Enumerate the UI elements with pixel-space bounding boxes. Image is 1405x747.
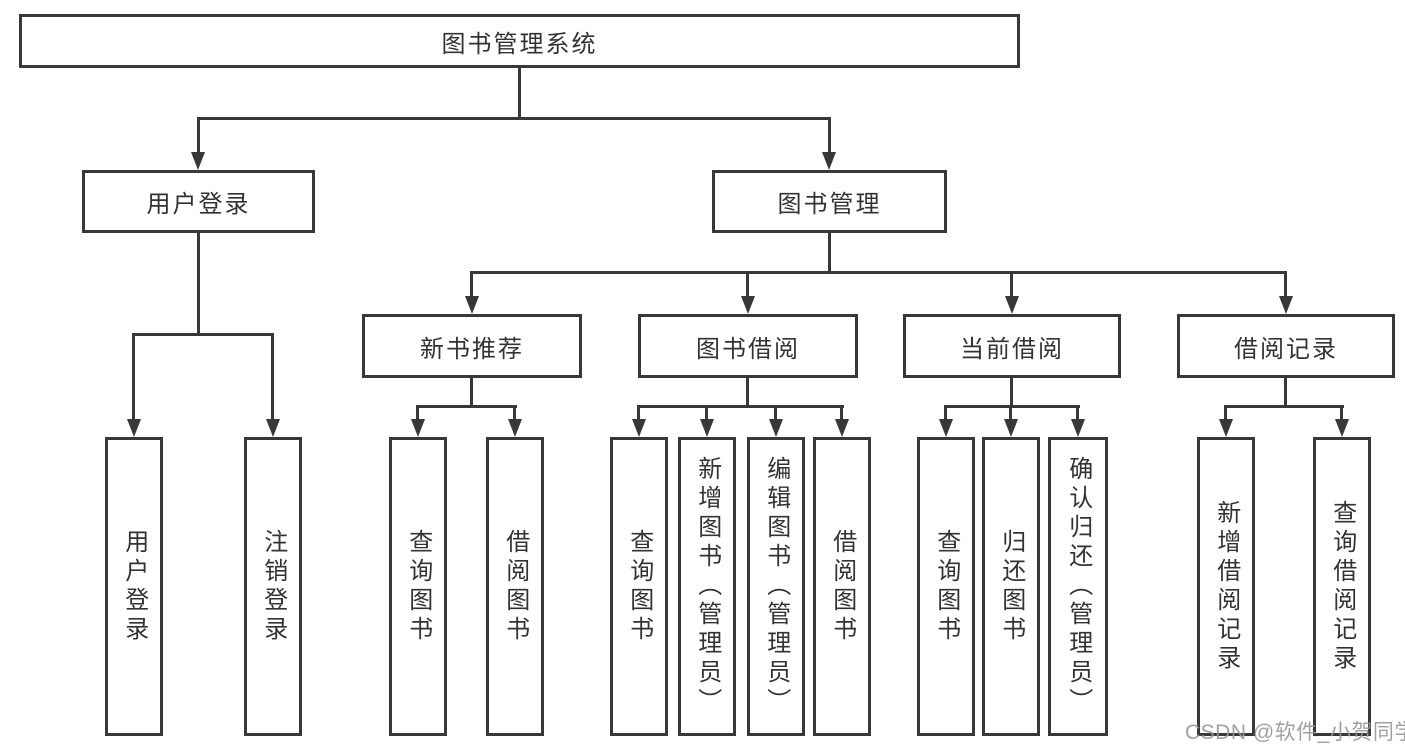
- arrowhead-down-icon: [1071, 419, 1085, 437]
- connector-line: [197, 120, 200, 152]
- leaf-bb-borrow-books: 借阅图书: [813, 437, 871, 736]
- connector-line: [828, 232, 831, 271]
- connector-line: [705, 408, 708, 419]
- connector-line: [1009, 408, 1012, 419]
- connector-line: [470, 274, 473, 296]
- connector-line: [132, 336, 135, 419]
- arrowhead-down-icon: [127, 419, 141, 437]
- leaf-br-query-borrow-record: 查询借阅记录: [1313, 437, 1371, 736]
- connector-line: [840, 408, 843, 419]
- leaf-bb-borrow-books-label: 借阅图书: [828, 528, 856, 645]
- node-book-management-label: 图书管理: [777, 191, 882, 218]
- leaf-cb-confirm-return-admin-label: 确认归还（管理员）: [1064, 456, 1092, 717]
- node-book-borrow-label: 图书借阅: [696, 335, 800, 363]
- node-root: 图书管理系统: [19, 14, 1020, 68]
- arrowhead-down-icon: [1219, 419, 1233, 437]
- connector-line: [513, 408, 516, 419]
- arrowhead-down-icon: [741, 296, 755, 314]
- node-current-borrow: 当前借阅: [903, 314, 1121, 378]
- arrowhead-down-icon: [508, 419, 522, 437]
- connector-line: [1284, 274, 1287, 296]
- node-root-label: 图书管理系统: [441, 30, 598, 58]
- leaf-cb-query-books-label: 查询图书: [932, 528, 960, 645]
- arrowhead-down-icon: [191, 152, 205, 170]
- leaf-bb-add-books-admin: 新增图书（管理员）: [678, 437, 736, 736]
- leaf-bb-add-books-admin-label: 新增图书（管理员）: [693, 456, 721, 717]
- arrowhead-down-icon: [769, 419, 783, 437]
- arrowhead-down-icon: [1004, 419, 1018, 437]
- connector-line: [637, 408, 640, 419]
- arrowhead-down-icon: [411, 419, 425, 437]
- arrowhead-down-icon: [835, 419, 849, 437]
- leaf-br-add-borrow-record-label: 新增借阅记录: [1212, 499, 1240, 674]
- leaf-bb-edit-books-admin: 编辑图书（管理员）: [747, 437, 805, 736]
- leaf-bb-edit-books-admin-label: 编辑图书（管理员）: [762, 456, 790, 717]
- arrowhead-down-icon: [939, 419, 953, 437]
- leaf-nb-borrow-books-label: 借阅图书: [501, 528, 529, 645]
- node-user-login: 用户登录: [82, 170, 315, 233]
- arrowhead-down-icon: [266, 419, 280, 437]
- node-borrow-records: 借阅记录: [1177, 314, 1395, 378]
- connector-line: [271, 336, 274, 419]
- connector-line: [470, 378, 473, 405]
- leaf-cb-return-books-label: 归还图书: [997, 528, 1025, 645]
- arrowhead-down-icon: [1005, 296, 1019, 314]
- watermark: CSDN @软件_小贺同学: [1185, 721, 1405, 744]
- connector-line: [470, 271, 1287, 274]
- connector-line: [774, 408, 777, 419]
- arrowhead-down-icon: [822, 152, 836, 170]
- connector-line: [746, 378, 749, 405]
- connector-line: [828, 120, 831, 152]
- leaf-nb-query-books-label: 查询图书: [404, 528, 432, 645]
- node-book-borrow: 图书借阅: [638, 314, 858, 378]
- connector-line: [197, 233, 200, 333]
- node-current-borrow-label: 当前借阅: [960, 335, 1064, 363]
- node-book-management: 图书管理: [712, 170, 947, 233]
- connector-line: [746, 274, 749, 296]
- connector-line: [1076, 408, 1079, 419]
- leaf-bb-query-books: 查询图书: [610, 437, 668, 736]
- arrowhead-down-icon: [1279, 296, 1293, 314]
- node-new-book-recommend-label: 新书推荐: [420, 335, 524, 363]
- connector-line: [944, 408, 947, 419]
- leaf-cb-query-books: 查询图书: [917, 437, 975, 736]
- leaf-logout-label: 注销登录: [259, 528, 287, 645]
- leaf-br-query-borrow-record-label: 查询借阅记录: [1328, 499, 1356, 674]
- node-borrow-records-label: 借阅记录: [1234, 335, 1338, 363]
- node-new-book-recommend: 新书推荐: [362, 314, 582, 378]
- connector-line: [1224, 408, 1227, 419]
- connector-line: [416, 408, 419, 419]
- arrowhead-down-icon: [632, 419, 646, 437]
- connector-line: [518, 68, 521, 119]
- connector-line: [416, 405, 517, 408]
- connector-line: [637, 405, 844, 408]
- leaf-user-login: 用户登录: [105, 437, 163, 736]
- connector-line: [1340, 408, 1343, 419]
- leaf-cb-confirm-return-admin: 确认归还（管理员）: [1048, 437, 1108, 736]
- arrowhead-down-icon: [1335, 419, 1349, 437]
- connector-line: [1284, 378, 1287, 405]
- leaf-cb-return-books: 归还图书: [982, 437, 1040, 736]
- leaf-user-login-label: 用户登录: [120, 528, 148, 645]
- leaf-bb-query-books-label: 查询图书: [625, 528, 653, 645]
- leaf-nb-borrow-books: 借阅图书: [486, 437, 544, 736]
- connector-line: [132, 333, 274, 336]
- connector-line: [1224, 405, 1344, 408]
- arrowhead-down-icon: [700, 419, 714, 437]
- arrowhead-down-icon: [465, 296, 479, 314]
- leaf-nb-query-books: 查询图书: [389, 437, 447, 736]
- connector-line: [197, 117, 831, 120]
- connector-line: [1010, 274, 1013, 296]
- connector-line: [1010, 378, 1013, 405]
- connector-line: [944, 405, 1080, 408]
- leaf-br-add-borrow-record: 新增借阅记录: [1197, 437, 1255, 736]
- node-user-login-label: 用户登录: [146, 191, 251, 218]
- leaf-logout: 注销登录: [244, 437, 302, 736]
